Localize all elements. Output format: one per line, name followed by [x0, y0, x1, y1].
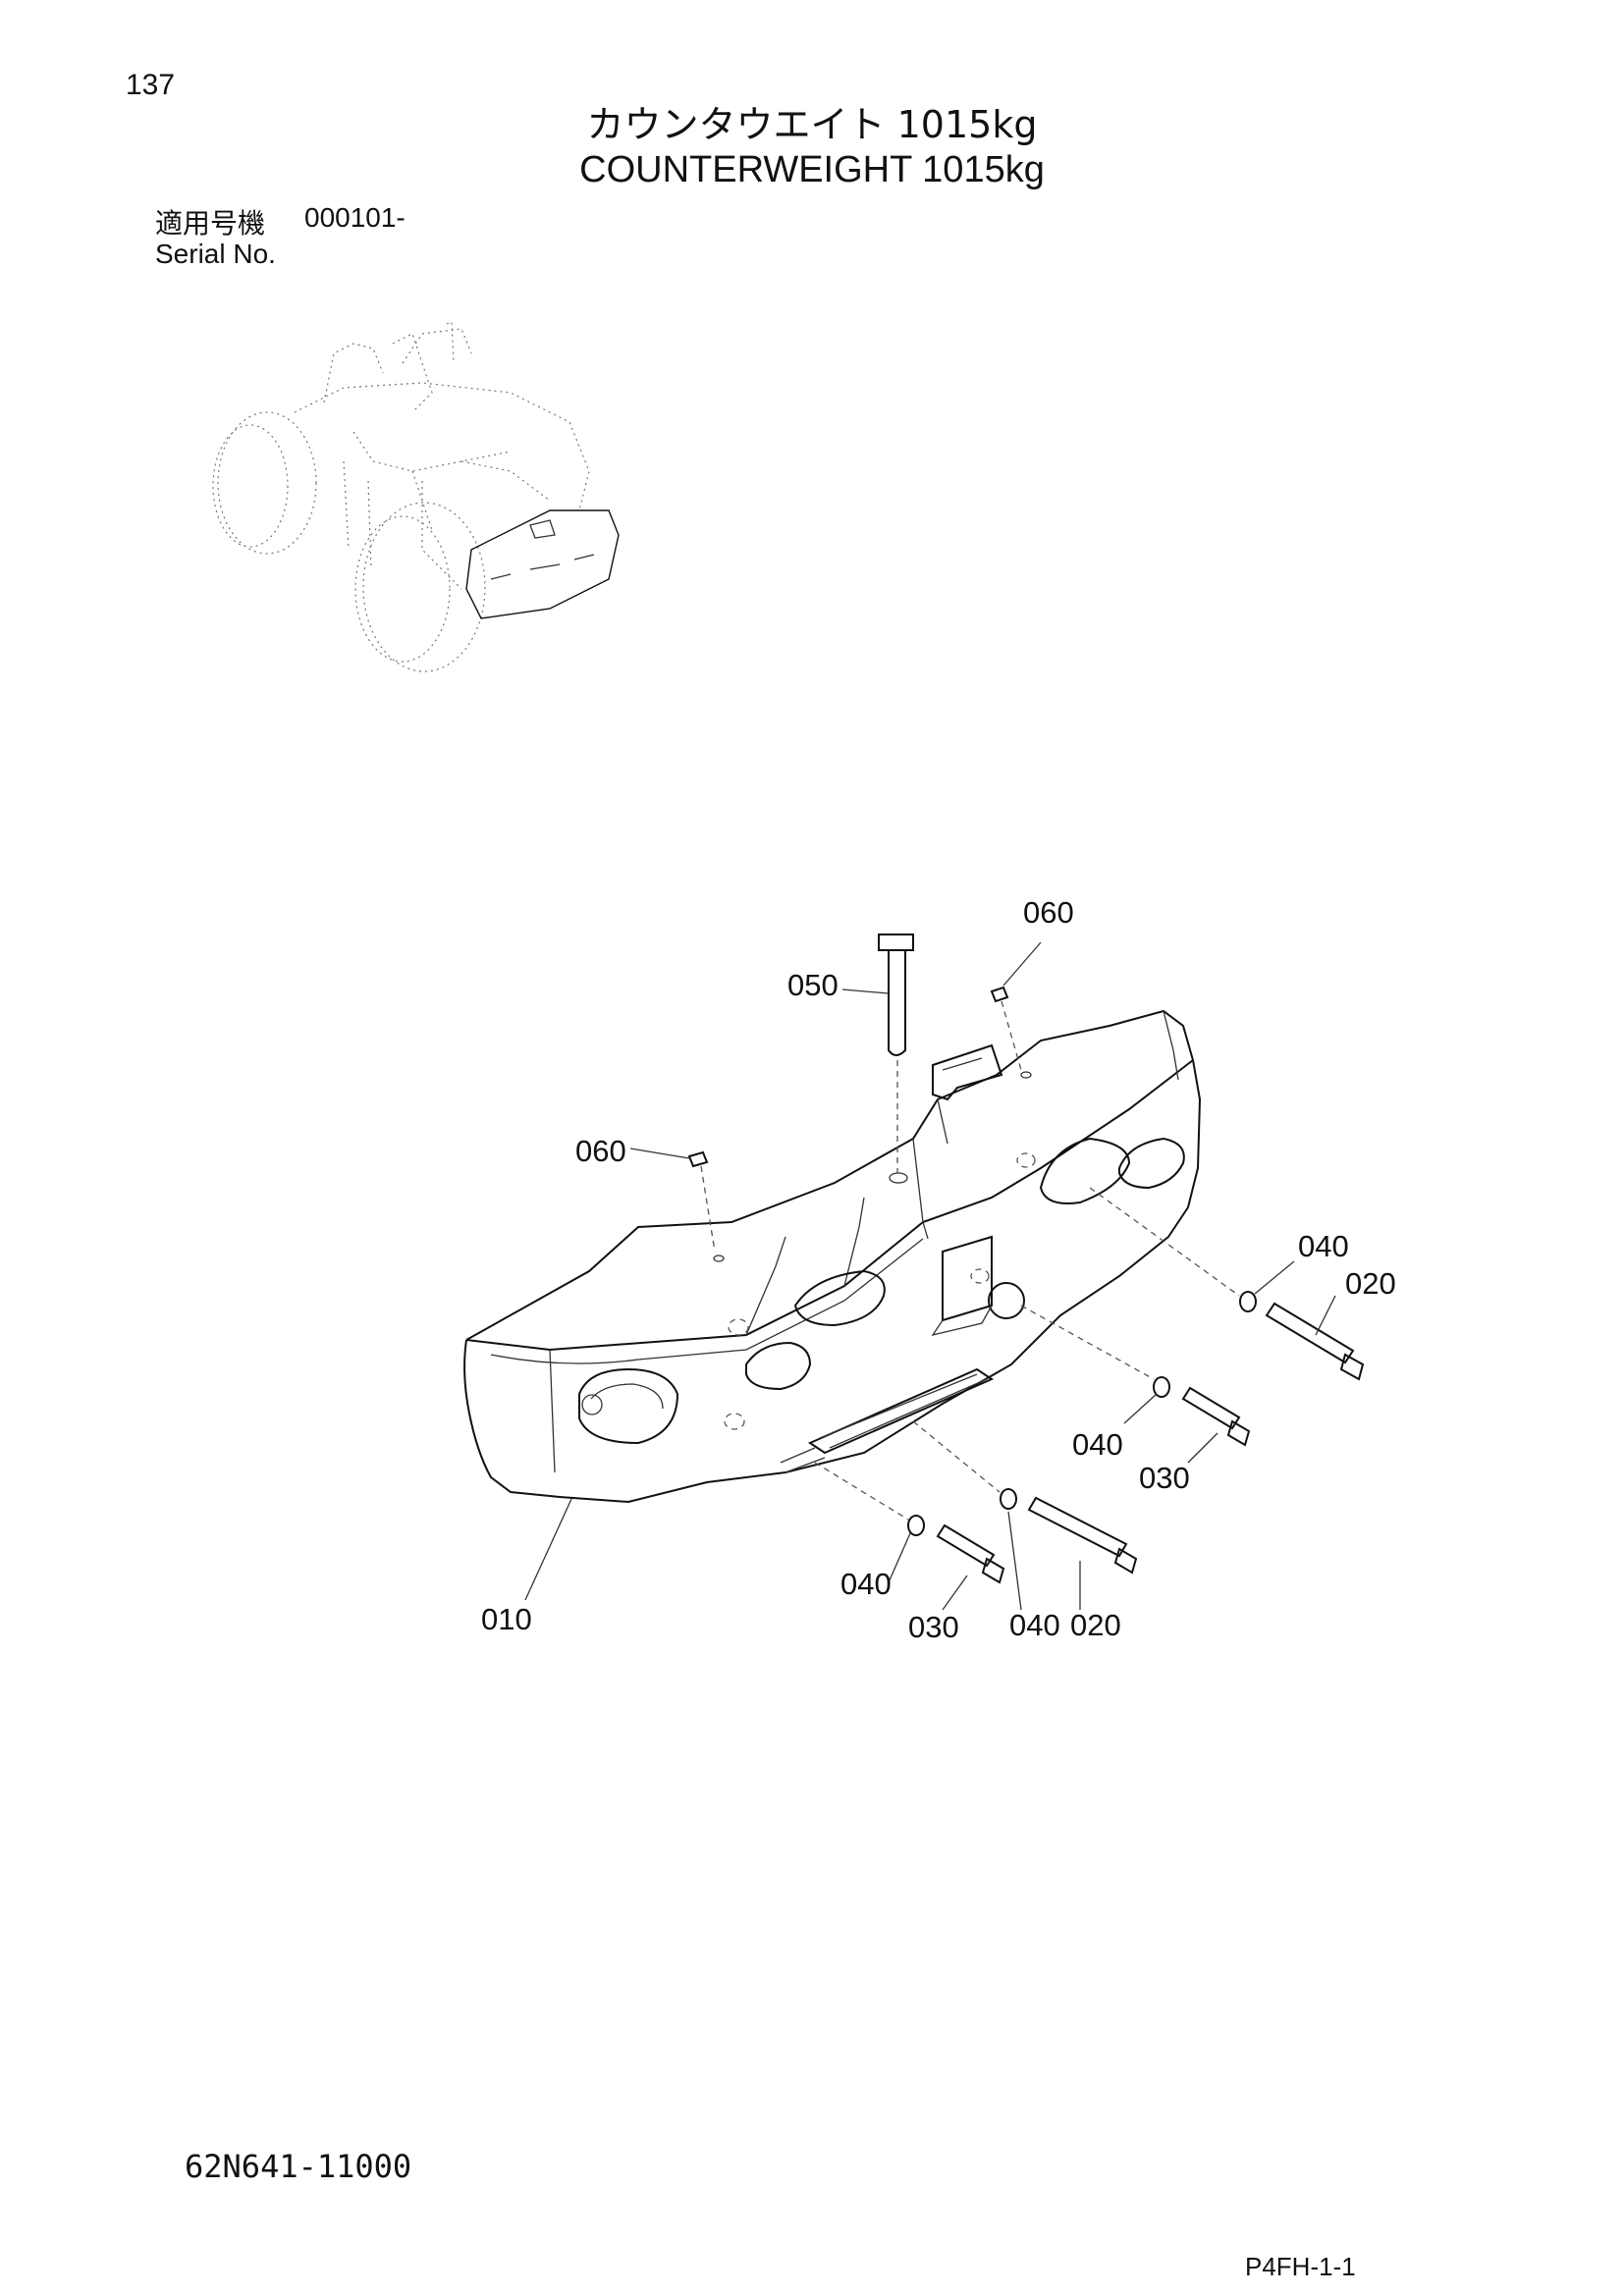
callout-020-upper: 020	[1345, 1266, 1396, 1301]
leader-lines	[524, 941, 1336, 1611]
callout-030-middle: 030	[1139, 1461, 1190, 1495]
page-number: 137	[126, 69, 176, 101]
callout-060-left: 060	[575, 1134, 626, 1168]
callout-010: 010	[481, 1602, 532, 1636]
counterweight-body	[463, 1009, 1202, 1504]
callout-040-lower: 040	[1009, 1608, 1060, 1642]
part-code: 62N641-11000	[185, 2148, 412, 2185]
callout-050: 050	[787, 968, 839, 1002]
page-reference: P4FH-1-1	[1245, 2252, 1356, 2281]
pin-050-part	[878, 934, 914, 1173]
page-title-english: COUNTERWEIGHT 1015kg	[579, 149, 1045, 190]
bolt-washer-parts	[814, 1187, 1365, 1584]
tractor-overview-illustration	[212, 321, 620, 672]
page-title-japanese: カウンタウエイト 1015kg	[586, 103, 1038, 146]
callout-040-upper: 040	[1298, 1229, 1349, 1263]
serial-value: 000101-	[304, 202, 406, 233]
plug-060-parts	[687, 986, 1022, 1253]
callout-040-middle: 040	[1072, 1427, 1123, 1462]
callout-040-lower-left: 040	[840, 1567, 892, 1601]
callout-060-top: 060	[1023, 895, 1074, 930]
serial-label-english: Serial No.	[155, 239, 276, 269]
callout-020-lower: 020	[1070, 1608, 1121, 1642]
callout-030-lower: 030	[908, 1610, 959, 1644]
serial-label-japanese: 適用号機	[155, 207, 266, 240]
